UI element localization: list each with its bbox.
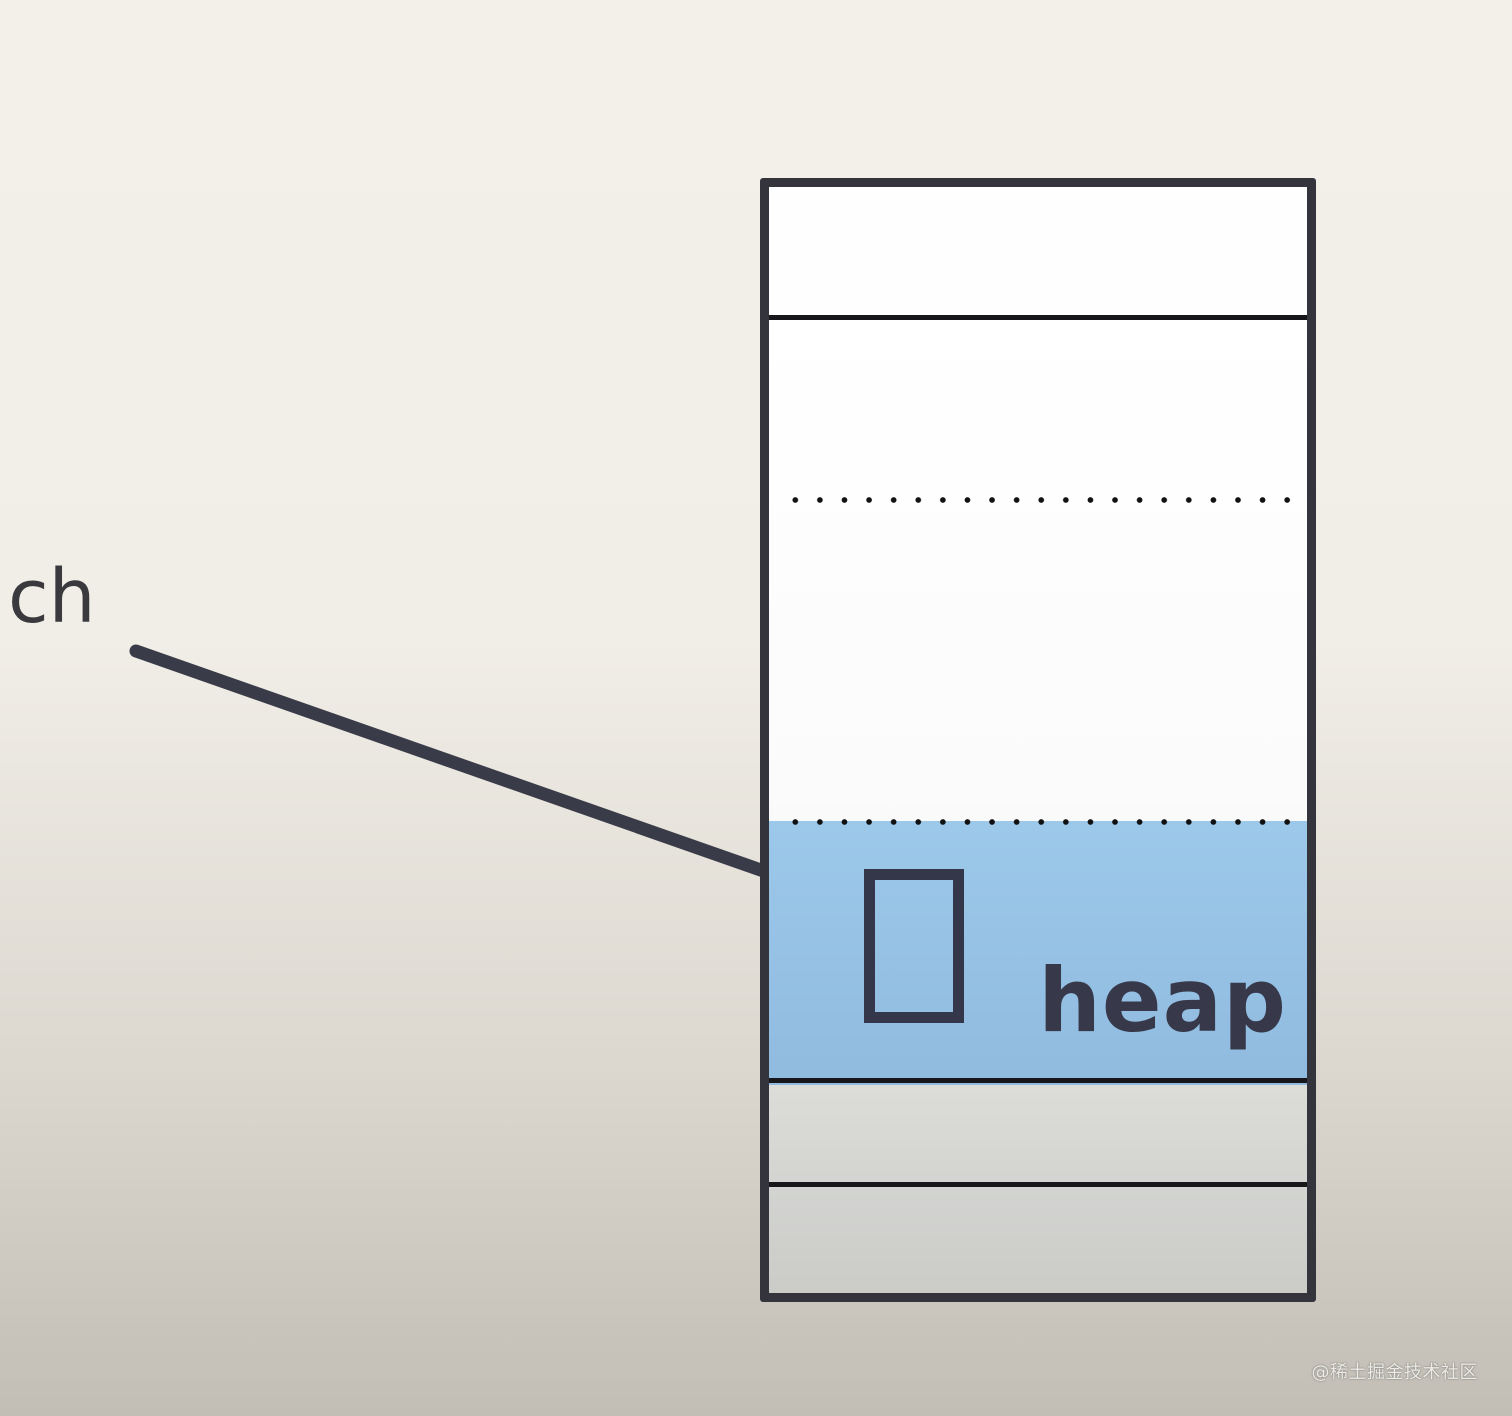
divider-line	[769, 1182, 1307, 1187]
watermark: @稀土掘金技术社区	[1311, 1362, 1478, 1383]
dotted-divider	[783, 497, 1303, 503]
heap-label: heap	[1038, 949, 1287, 1052]
memory-layout: heap	[760, 178, 1316, 1302]
segment-bottom-2	[769, 1189, 1307, 1293]
heap-object-box	[864, 869, 964, 1023]
segment-bottom-1	[769, 1085, 1307, 1189]
dotted-divider	[783, 819, 1303, 825]
segment-top	[769, 187, 1307, 317]
segment-heap	[769, 821, 1307, 1085]
divider-line	[769, 1078, 1307, 1083]
pointer-label-ch: ch	[8, 554, 96, 640]
divider-line	[769, 315, 1307, 320]
